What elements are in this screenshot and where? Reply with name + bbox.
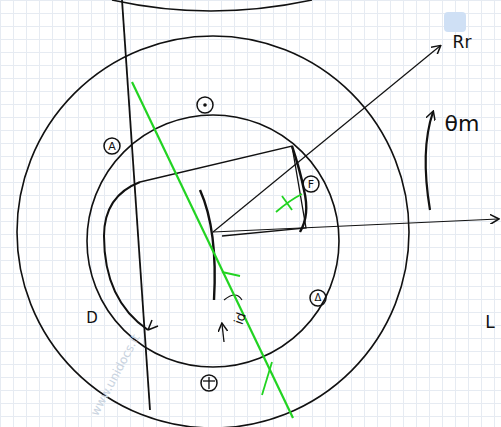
axis-label: Rr [453,34,472,51]
watermark: www.unidocs.it [88,332,141,417]
angle-label: θm [445,113,480,135]
edge-label: L [485,314,494,331]
coil-symbol: A [108,141,116,152]
coil-symbol: D [86,311,98,326]
coil-symbol: Δ [315,293,322,303]
current-label: id [232,310,248,326]
coil-symbol: F [308,179,314,190]
